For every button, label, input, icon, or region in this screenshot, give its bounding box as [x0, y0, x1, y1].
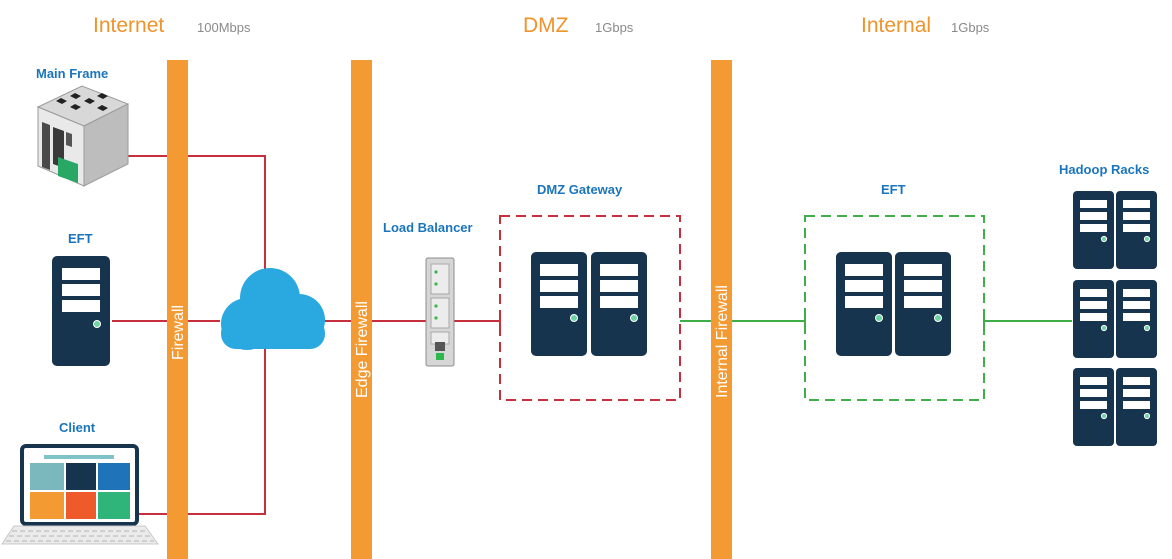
hadoop-rack-server-icon — [1115, 367, 1158, 447]
eft-internal-server-icon — [835, 251, 893, 357]
dmz-gateway-server-icon — [590, 251, 648, 357]
client-laptop-icon — [1, 444, 159, 545]
zone-internal-speed: 1Gbps — [951, 20, 990, 35]
zone-dmz-title: DMZ — [523, 14, 569, 37]
hadoop-rack-server-icon — [1072, 279, 1115, 359]
hadoop-label: Hadoop Racks — [1059, 162, 1149, 177]
hadoop-rack-server-icon — [1115, 190, 1158, 270]
hadoop-rack-server-icon — [1115, 279, 1158, 359]
mainframe-label: Main Frame — [36, 66, 108, 81]
eft-internal-server-icon — [894, 251, 952, 357]
eft-internal-label: EFT — [881, 182, 906, 197]
firewall-outer-label: Firewall — [170, 305, 187, 360]
zone-internal-title: Internal — [861, 14, 931, 37]
load-balancer-label: Load Balancer — [383, 220, 473, 235]
dmz-gateway-label: DMZ Gateway — [537, 182, 623, 197]
eft-internal-boundary — [804, 215, 985, 401]
firewall-edge-label: Edge Firewall — [354, 301, 371, 398]
firewall-internal-label: Internal Firewall — [714, 285, 731, 398]
eft-external-label: EFT — [68, 231, 93, 246]
firewall-outer: Firewall — [167, 60, 188, 559]
hadoop-rack-server-icon — [1072, 367, 1115, 447]
zone-internet-title: Internet — [93, 14, 164, 37]
client-label: Client — [59, 420, 96, 435]
zone-internet-speed: 100Mbps — [197, 20, 251, 35]
dmz-gateway-server-icon — [530, 251, 588, 357]
zone-dmz-speed: 1Gbps — [595, 20, 634, 35]
firewall-internal: Internal Firewall — [711, 60, 732, 559]
dmz-gateway-boundary — [499, 215, 681, 401]
hadoop-rack-server-icon — [1072, 190, 1115, 270]
firewall-edge: Edge Firewall — [351, 60, 372, 559]
cloud-icon — [221, 268, 325, 350]
mainframe-icon — [36, 85, 130, 187]
hadoop-racks — [1072, 190, 1158, 447]
load-balancer-icon — [425, 257, 455, 367]
eft-external-server-icon — [52, 256, 110, 366]
